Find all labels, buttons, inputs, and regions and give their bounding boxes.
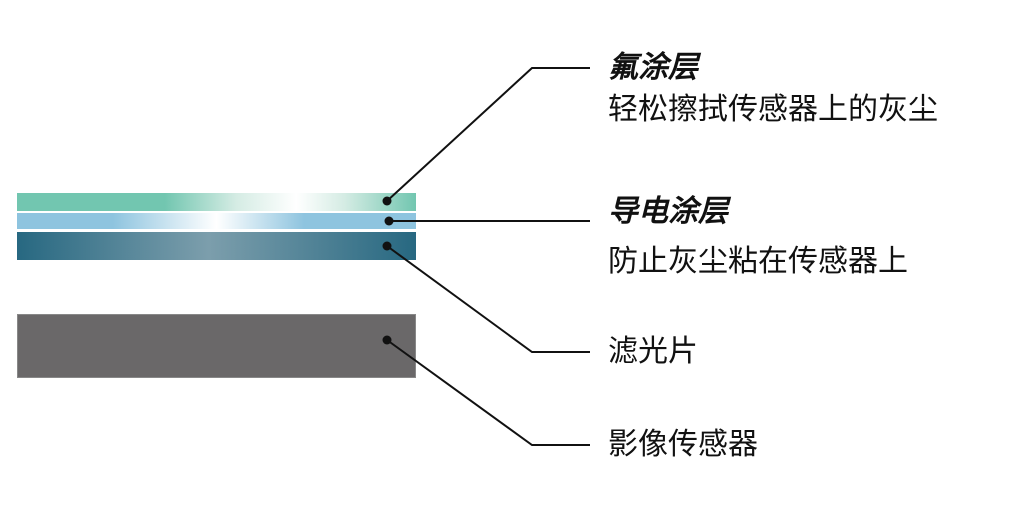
marker-dot [382,335,392,345]
fluorine-coating-title: 氟涂层 [608,50,698,85]
leader-line-filter [386,245,590,353]
leader-line-sensor [386,339,590,446]
image-sensor-layer [17,314,416,378]
leader-line-fluorine [386,67,590,202]
conductive-coating-title: 导电涂层 [608,194,728,229]
filter-label: 滤光片 [608,334,698,369]
conductive-coating-desc: 防止灰尘粘在传感器上 [608,244,908,279]
conductive-coating-layer [17,213,416,229]
image-sensor-label: 影像传感器 [608,427,758,462]
marker-dot [382,196,392,206]
fluorine-coating-layer [17,193,416,211]
marker-dot [384,216,394,226]
marker-dot [382,241,392,251]
filter-layer [17,232,416,260]
fluorine-coating-desc: 轻松擦拭传感器上的灰尘 [608,92,938,127]
